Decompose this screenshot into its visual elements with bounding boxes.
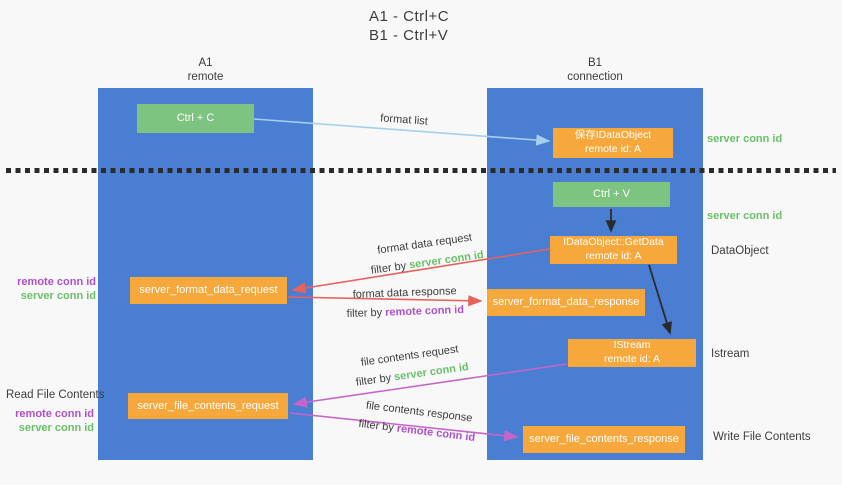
label-istream: Istream [711,348,750,360]
node-ctrl-c-label: Ctrl + C [176,112,215,125]
node-getdata-line1: IDataObject::GetData [563,236,664,249]
node-istream-line2: remote id: A [603,353,661,365]
node-ctrl-v: Ctrl + V [553,182,670,207]
filter-prefix: filter by [370,259,410,277]
diagram-title: A1 - Ctrl+C B1 - Ctrl+V [369,8,449,46]
label-read-file-contents: Read File Contents [6,389,105,401]
dashed-divider [6,168,836,173]
node-idataobject-getdata: IDataObject::GetData remote id: A [550,236,677,264]
title-line-1: A1 - Ctrl+C [369,8,450,25]
node-getdata-line2: remote id: A [585,250,642,262]
label-remote-conn-id-bottom: remote conn id [15,408,94,420]
edge-label-file-contents-request: file contents request filter by server c… [346,337,476,393]
node-save-idataobject-line1: 保存IDataObject [574,129,652,142]
node-server-file-contents-request: server_file_contents_request [128,393,288,419]
lane-a1-role: remote [187,71,224,84]
filter-prefix: filter by [357,417,398,434]
label-server-conn-id-top: server conn id [707,133,783,145]
lane-b1-role: connection [567,71,623,84]
node-server-format-data-response-label: server_format_data_response [492,296,640,309]
label-server-conn-id-left-top: server conn id [20,290,96,303]
left-conn-id-pair-top: remote conn id server conn id [8,275,96,304]
node-istream-line1: IStream [613,339,651,352]
node-save-idataobject: 保存IDataObject remote id: A [553,128,673,158]
edge-label-format-data-request: format data request filter by server con… [361,225,491,281]
filter-prefix: filter by [346,306,386,320]
lane-header-a1: A1 remote [98,56,313,85]
edge-label-format-data-response: format data response filter by remote co… [342,281,467,324]
node-ctrl-v-label: Ctrl + V [593,188,630,201]
node-server-file-contents-response-label: server_file_contents_response [529,433,679,446]
lane-b1-name: B1 [587,57,603,69]
edge-label-format-list: format list [368,108,439,133]
edge-label-file-contents-response: file contents response filter by remote … [353,394,483,448]
filter-key-remote-conn-id: remote conn id [384,303,465,319]
lane-a1-name: A1 [198,57,213,69]
title-line-2: B1 - Ctrl+V [369,26,449,44]
filter-prefix: filter by [355,371,395,389]
node-save-idataobject-line2: remote id: A [584,143,642,155]
label-server-conn-id-mid: server conn id [707,210,783,222]
format-data-response-filter: filter by remote conn id [343,301,468,322]
node-server-file-contents-request-label: server_file_contents_request [137,399,279,412]
node-istream: IStream remote id: A [568,339,696,367]
label-dataobject: DataObject [711,245,769,257]
label-server-conn-id-left-bottom: server conn id [18,422,94,435]
node-server-format-data-request-label: server_format_data_request [139,284,278,297]
label-remote-conn-id-top: remote conn id [17,276,96,288]
node-server-format-data-request: server_format_data_request [130,277,287,304]
lane-header-b1: B1 connection [487,56,703,85]
format-data-response-text: format data response [352,285,457,301]
label-write-file-contents: Write File Contents [713,431,811,443]
left-conn-id-pair-bottom: remote conn id server conn id [8,407,94,436]
node-server-format-data-response: server_format_data_response [487,289,645,316]
format-list-text: format list [379,112,429,128]
node-ctrl-c: Ctrl + C [137,104,254,133]
node-server-file-contents-response: server_file_contents_response [523,426,685,453]
